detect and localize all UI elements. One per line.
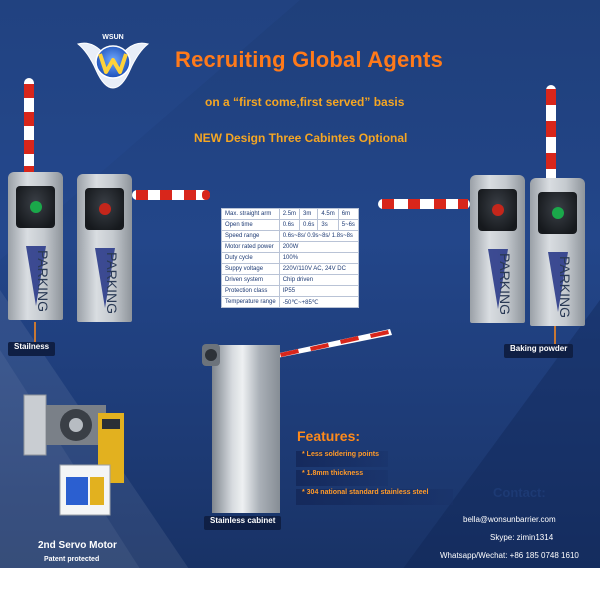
page-title: Recruiting Global Agents — [175, 47, 444, 72]
right-cabinet-2: PARKING — [530, 178, 585, 326]
green-arrow-lamp — [551, 207, 564, 219]
right-tag-pointer — [554, 326, 556, 344]
left-tag-pointer — [34, 322, 36, 344]
indicator-panel — [16, 186, 55, 228]
servo-title: 2nd Servo Motor — [38, 540, 117, 551]
spec-value: 3s — [317, 219, 339, 231]
feature-item: * 304 national standard stainless steel — [296, 489, 453, 505]
spec-value: 0.6s — [299, 219, 319, 231]
spec-value: 100% — [278, 252, 359, 264]
spec-label: Temperature range — [221, 296, 280, 308]
green-arrow-lamp — [29, 201, 42, 213]
stainless-tag: Stailness — [8, 342, 56, 356]
left-cabinet-1: PARKING — [8, 172, 63, 320]
spec-label: Duty cycle — [221, 252, 280, 264]
servo-motor-illustration — [23, 394, 124, 516]
indicator-panel — [478, 189, 517, 231]
spec-value: Chip driven — [278, 274, 359, 286]
spec-value: 0.6s — [278, 219, 301, 231]
chevron-decor — [94, 248, 115, 308]
contact-email[interactable]: bella@wonsunbarrier.com — [463, 515, 556, 524]
chevron-decor — [487, 249, 508, 309]
spec-row: Temperature range-50℃~+85℃ — [221, 296, 359, 308]
spec-value: 6m — [337, 208, 359, 220]
contact-skype[interactable]: Skype: zimin1314 — [490, 533, 554, 542]
subtitle-first-come: on a “first come,first served” basis — [205, 95, 405, 109]
right-cabinet-1: PARKING — [470, 175, 525, 323]
spec-value: IP55 — [278, 285, 359, 297]
left-horizontal-boom — [132, 190, 210, 200]
contact-whatsapp[interactable]: Whatsapp/Wechat: +86 185 0748 1610 — [440, 551, 579, 560]
parking-label: PARKING — [104, 252, 120, 314]
servo-subtitle: Patent protected — [44, 556, 100, 563]
red-cross-lamp — [491, 204, 504, 216]
spec-value: 5~6s — [337, 219, 359, 231]
right-vertical-boom — [546, 85, 556, 185]
parking-label: PARKING — [35, 250, 51, 312]
chevron-decor — [25, 246, 46, 306]
spec-label: Driven system — [221, 274, 280, 286]
feature-item: * Less soldering points — [296, 451, 388, 467]
spec-value: 2.5m — [278, 208, 301, 220]
feature-item: * 1.8mm thickness — [296, 470, 388, 486]
left-vertical-boom — [24, 78, 34, 178]
spec-value: 0.6s~8s/ 0.9s~8s/ 1.8s~8s — [278, 230, 359, 242]
spec-label: Suppy voltage — [221, 263, 280, 275]
baking-powder-tag: Baking powder — [504, 344, 574, 358]
spec-label: Speed range — [221, 230, 280, 242]
stainless-cabinet — [212, 345, 280, 513]
spec-value: 200W — [278, 241, 359, 253]
chevron-decor — [547, 252, 568, 312]
indicator-panel — [85, 188, 124, 230]
center-boom — [270, 329, 392, 359]
spec-label: Protection class — [221, 285, 280, 297]
features-title: Features: — [297, 428, 361, 444]
indicator-panel — [538, 192, 577, 234]
parking-label: PARKING — [497, 253, 513, 315]
spec-value: 4.5m — [317, 208, 339, 220]
bottom-white-band — [0, 568, 600, 600]
logo-text: WSUN — [102, 34, 123, 41]
parking-label: PARKING — [557, 256, 573, 318]
contact-title: Contact: — [493, 485, 546, 500]
wsun-logo: WSUN — [76, 34, 150, 89]
subtitle-new-design: NEW Design Three Cabintes Optional — [194, 131, 408, 145]
cabinet-motor-cap — [202, 344, 220, 366]
spec-value: 3m — [299, 208, 319, 220]
spec-label: Motor rated power — [221, 241, 280, 253]
left-cabinet-2: PARKING — [77, 174, 132, 322]
spec-value: 220V/110V AC, 24V DC — [278, 263, 359, 275]
red-cross-lamp — [98, 203, 111, 215]
spec-label: Max. straight arm — [221, 208, 280, 220]
spec-label: Open time — [221, 219, 280, 231]
stainless-cabinet-tag: Stainless cabinet — [204, 516, 282, 530]
spec-value: -50℃~+85℃ — [278, 296, 359, 308]
right-horizontal-boom — [378, 199, 470, 209]
